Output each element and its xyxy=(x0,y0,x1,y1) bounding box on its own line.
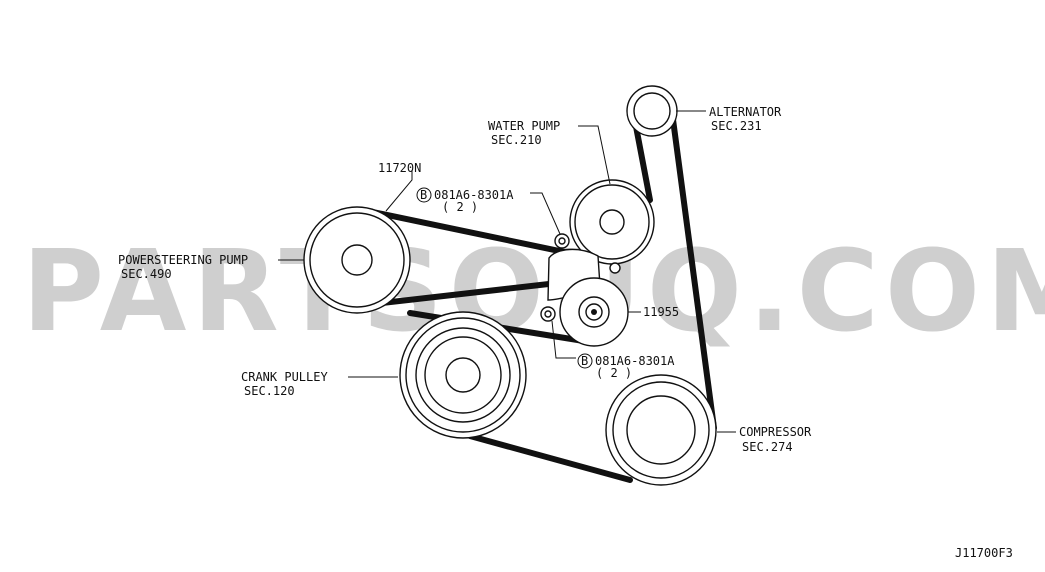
alternator-pulley[interactable] xyxy=(626,85,678,137)
label-tensioner-part: 11955 xyxy=(643,305,679,319)
label-power-steering: POWERSTEERING PUMP SEC.490 xyxy=(118,253,248,281)
power-steering-pulley[interactable] xyxy=(303,206,411,314)
svg-text:SEC.274: SEC.274 xyxy=(742,440,793,454)
bolt-marker: B xyxy=(420,188,427,202)
svg-text:081A6-8301A: 081A6-8301A xyxy=(434,188,514,202)
label-bolt-upper: B 081A6-8301A ( 2 ) xyxy=(416,187,514,214)
crank-pulley[interactable] xyxy=(399,311,527,439)
svg-text:POWERSTEERING PUMP: POWERSTEERING PUMP xyxy=(118,253,248,267)
svg-text:SEC.231: SEC.231 xyxy=(711,119,762,133)
svg-text:SEC.210: SEC.210 xyxy=(491,133,542,147)
label-water-pump: WATER PUMP SEC.210 xyxy=(488,119,560,147)
svg-text:COMPRESSOR: COMPRESSOR xyxy=(739,425,812,439)
compressor-pulley[interactable] xyxy=(605,374,717,486)
svg-text:ALTERNATOR: ALTERNATOR xyxy=(709,105,782,119)
diagram-code: J11700F3 xyxy=(955,546,1013,560)
label-compressor: COMPRESSOR SEC.274 xyxy=(739,425,812,454)
svg-text:CRANK PULLEY: CRANK PULLEY xyxy=(241,370,328,384)
svg-text:081A6-8301A: 081A6-8301A xyxy=(595,354,675,368)
bolt-marker: B xyxy=(581,354,588,368)
tensioner-pulley[interactable] xyxy=(559,277,629,347)
label-belt-part: 11720N xyxy=(378,161,421,175)
water-pump-pulley[interactable] xyxy=(569,179,655,265)
svg-text:SEC.490: SEC.490 xyxy=(121,267,172,281)
leader-lines xyxy=(278,110,736,433)
label-alternator: ALTERNATOR SEC.231 xyxy=(709,105,782,133)
svg-text:SEC.120: SEC.120 xyxy=(244,384,295,398)
svg-text:( 2 ): ( 2 ) xyxy=(596,366,632,380)
label-crank: CRANK PULLEY SEC.120 xyxy=(241,370,328,398)
svg-text:( 2 ): ( 2 ) xyxy=(442,200,478,214)
svg-text:WATER PUMP: WATER PUMP xyxy=(488,119,560,133)
label-bolt-lower: B 081A6-8301A ( 2 ) xyxy=(577,353,675,380)
